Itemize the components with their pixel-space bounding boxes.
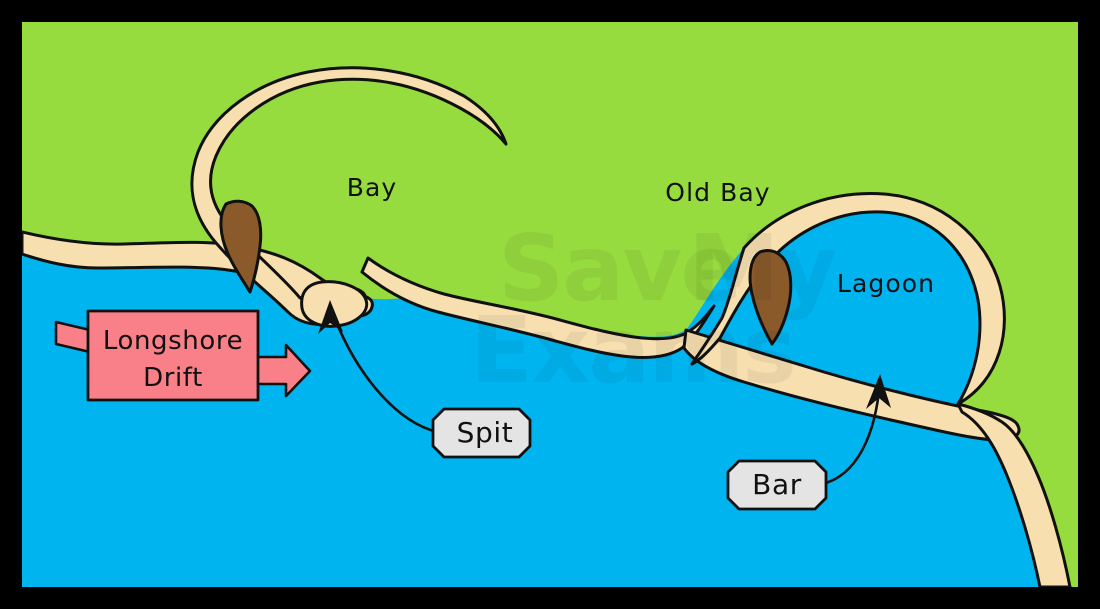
callout-bar[interactable]: Bar — [726, 374, 891, 511]
lagoon-sand-ridge — [690, 192, 1006, 406]
watermark: Save My Exams — [470, 215, 839, 404]
spit-tag-box[interactable] — [431, 407, 532, 459]
west-beach-strip — [22, 230, 374, 319]
drift-label-line-2: Drift — [143, 363, 203, 393]
central-beach-strip — [360, 256, 716, 359]
land-mass — [22, 22, 1078, 587]
bay-mudflat — [219, 199, 263, 294]
longshore-drift-group[interactable]: Longshore Drift — [54, 309, 312, 402]
spit-arrowhead — [318, 300, 343, 334]
bar-arrowhead — [866, 374, 891, 409]
callout-spit[interactable]: Spit — [318, 300, 532, 459]
spit-tag-label: Spit — [457, 416, 514, 449]
drift-arrow-head — [254, 343, 312, 398]
map-label-bay: Bay — [347, 173, 398, 202]
watermark-line-2: My — [688, 215, 837, 322]
lagoon-outlet-sand — [956, 402, 1072, 587]
drift-label-line-1: Longshore — [103, 326, 243, 356]
bar-tag-box[interactable] — [726, 459, 828, 511]
spit-leader-line — [328, 304, 440, 434]
map-label-old-bay: Old Bay — [665, 178, 770, 207]
map-label-lagoon: Lagoon — [837, 269, 935, 298]
watermark-line-3: Exams — [470, 297, 795, 404]
lagoon-mudflat — [748, 248, 793, 346]
longshore-drift-box[interactable] — [86, 309, 260, 402]
watermark-line-1: Save — [498, 215, 741, 322]
bar-tag-label: Bar — [752, 468, 802, 501]
